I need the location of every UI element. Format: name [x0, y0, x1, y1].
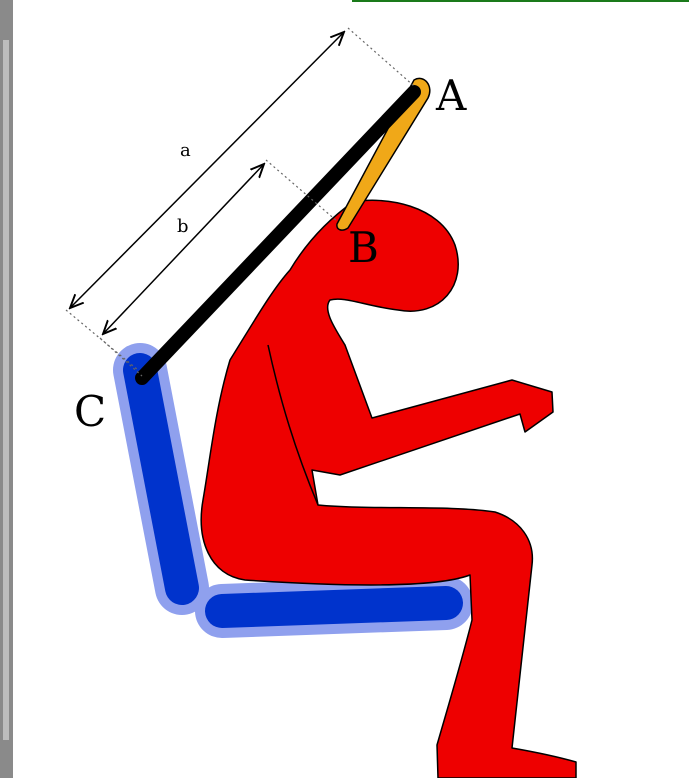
human-figure	[201, 200, 576, 778]
figure-body	[201, 200, 576, 778]
label-point-a: A	[435, 71, 467, 120]
ext-line-a-top	[348, 28, 414, 86]
photo-strip-highlight	[3, 40, 9, 740]
seat-back	[140, 370, 182, 588]
label-point-b: B	[348, 223, 379, 272]
label-length-b: b	[177, 216, 189, 237]
dimension-arrow-b	[103, 164, 264, 334]
seat-base	[222, 603, 446, 611]
label-point-c: C	[74, 387, 106, 436]
label-length-a: a	[180, 140, 191, 161]
